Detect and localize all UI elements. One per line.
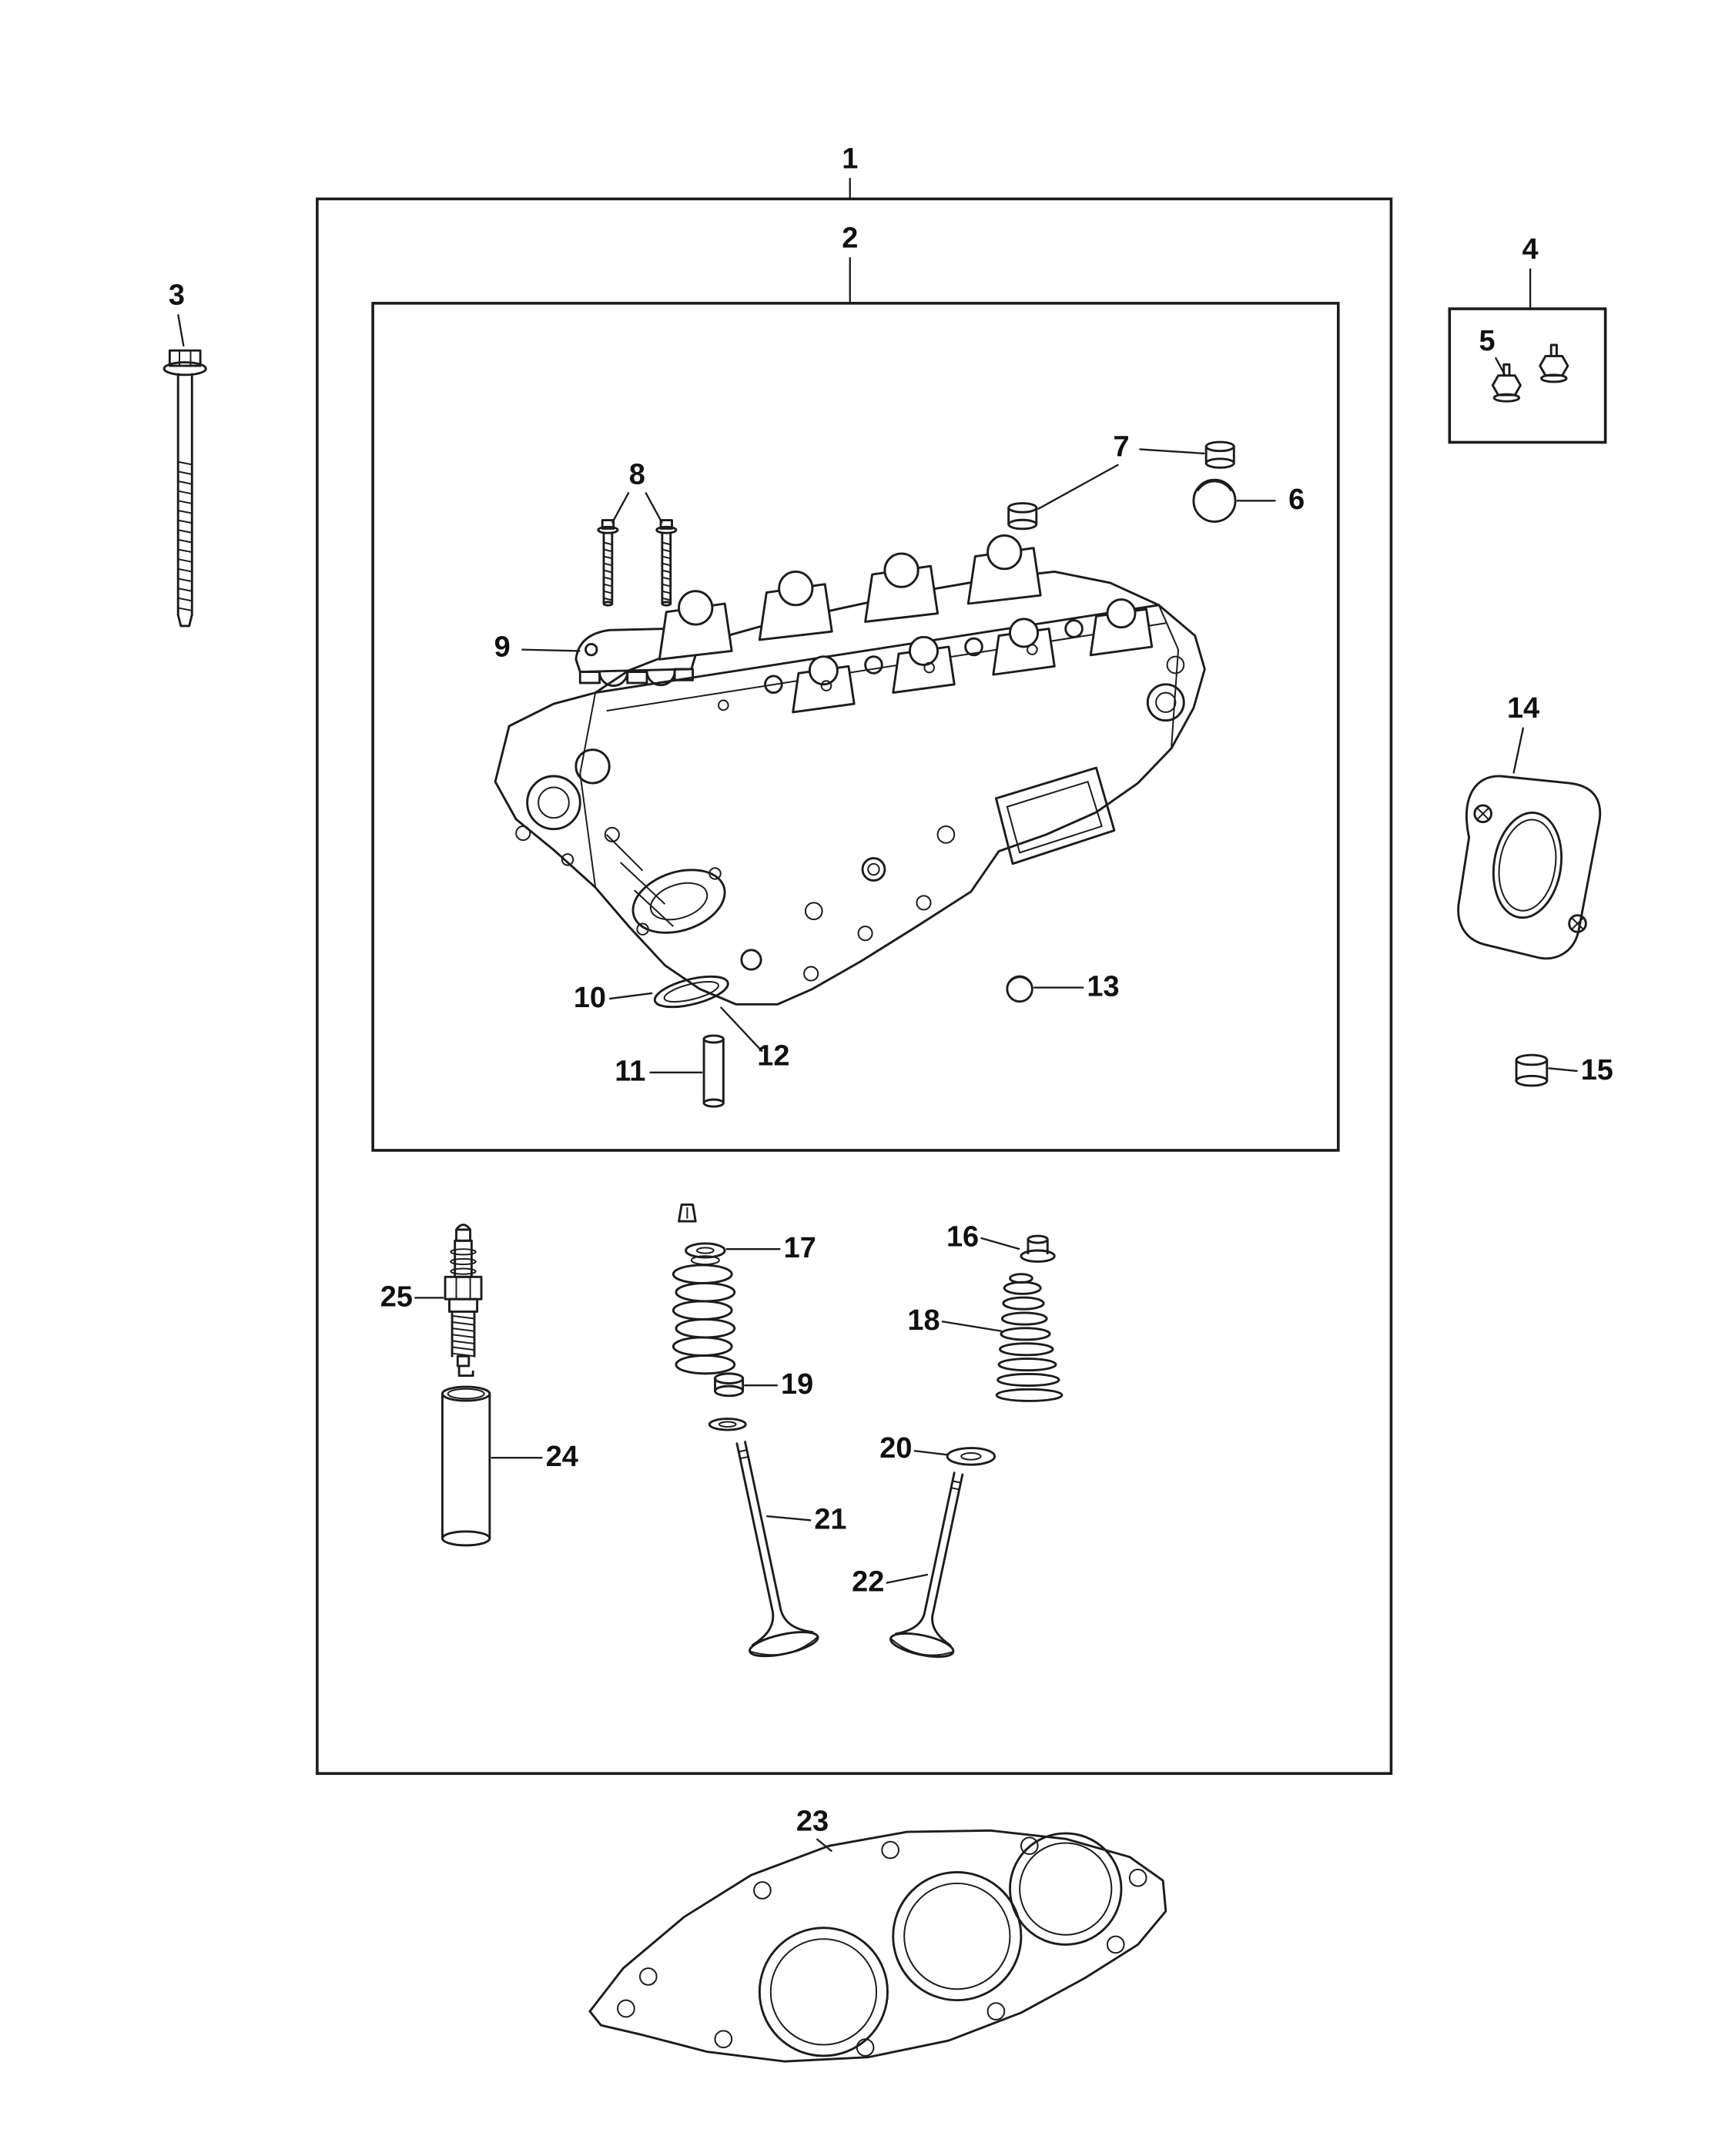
small-bolt-illustration-b <box>655 519 678 607</box>
callout-18-leader <box>941 1320 1002 1332</box>
cup-plug-illustration <box>1192 478 1237 523</box>
callout-25: 25 <box>380 1281 413 1313</box>
small-bolt-illustration-a <box>597 519 619 607</box>
head-gasket-illustration <box>588 1829 1167 2063</box>
exhaust-valve-illustration <box>889 1471 964 1659</box>
callout-3: 3 <box>169 280 185 312</box>
valve-seal-illustration <box>1020 1234 1056 1263</box>
valve-spring-illustration <box>672 1264 736 1375</box>
callout-18: 18 <box>907 1304 940 1337</box>
callout-5-leader <box>1494 357 1506 377</box>
callout-6: 6 <box>1288 484 1305 516</box>
callout-9-leader <box>521 648 581 652</box>
callout-15: 15 <box>1581 1054 1613 1086</box>
gasket-illustration <box>1457 775 1602 960</box>
callout-2: 2 <box>842 223 858 255</box>
stud-illustration-b <box>1539 343 1569 383</box>
callout-14: 14 <box>1507 692 1539 725</box>
valve-guide-illustration <box>702 1034 725 1108</box>
callout-16: 16 <box>946 1221 979 1254</box>
callout-leaders <box>177 178 1578 1853</box>
callout-9: 9 <box>494 631 511 664</box>
intake-valve-illustration <box>735 1441 819 1658</box>
callout-10: 10 <box>574 982 606 1014</box>
callout-17: 17 <box>784 1232 816 1264</box>
small-plug-illustration <box>1006 975 1033 1003</box>
callout-4: 4 <box>1522 233 1539 266</box>
callout-23-leader <box>816 1838 833 1853</box>
callout-8: 8 <box>629 459 645 491</box>
callout-14-leader <box>1512 727 1525 774</box>
port-gasket-illustration <box>653 975 729 1009</box>
bushing-illustration <box>1515 1053 1549 1087</box>
callout-12: 12 <box>757 1040 789 1073</box>
dowel-illustration-b <box>1007 502 1038 531</box>
callout-16-leader <box>980 1237 1020 1250</box>
inner-assembly-box <box>371 302 1340 1152</box>
callout-13: 13 <box>1087 970 1119 1003</box>
head-bolt-illustration <box>162 349 207 628</box>
stud-kit-box <box>1448 307 1607 444</box>
callout-7: 7 <box>1113 431 1129 464</box>
stud-illustration-a <box>1491 363 1522 403</box>
callout-3-leader <box>177 314 185 347</box>
outer-assembly-box <box>316 197 1393 1776</box>
spark-plug-illustration <box>444 1224 483 1378</box>
callout-20: 20 <box>879 1432 912 1465</box>
callout-7-leader-b <box>1037 464 1119 511</box>
callout-10-leader <box>609 992 653 1000</box>
cylinder-head-illustration <box>494 534 1206 1006</box>
callout-8-leader-a <box>611 491 630 524</box>
callout-19: 19 <box>781 1368 813 1401</box>
valve-keeper-illustration <box>678 1203 697 1223</box>
callout-22: 22 <box>852 1566 884 1599</box>
spring-seat-illustration <box>714 1372 745 1398</box>
callout-12-leader <box>719 1006 763 1053</box>
callout-11: 11 <box>615 1056 645 1088</box>
spark-plug-tube-illustration <box>441 1385 491 1547</box>
dowel-illustration-a <box>1204 440 1235 469</box>
callout-21-leader <box>766 1515 812 1522</box>
callout-22-leader <box>886 1573 929 1584</box>
callout-7-leader-a <box>1139 448 1205 455</box>
callout-21: 21 <box>814 1503 846 1535</box>
thin-washer-illustration <box>708 1418 747 1431</box>
callout-15-leader <box>1548 1067 1578 1073</box>
callout-20-leader <box>913 1449 950 1456</box>
callout-23: 23 <box>796 1805 829 1837</box>
washer-illustration <box>946 1447 996 1466</box>
callout-1: 1 <box>842 143 858 176</box>
callout-24: 24 <box>546 1441 578 1473</box>
valve-spring-bellows-illustration <box>995 1273 1063 1402</box>
callout-5: 5 <box>1479 325 1496 357</box>
callout-8-leader-b <box>645 491 663 524</box>
spring-retainer-illustration <box>685 1242 726 1266</box>
